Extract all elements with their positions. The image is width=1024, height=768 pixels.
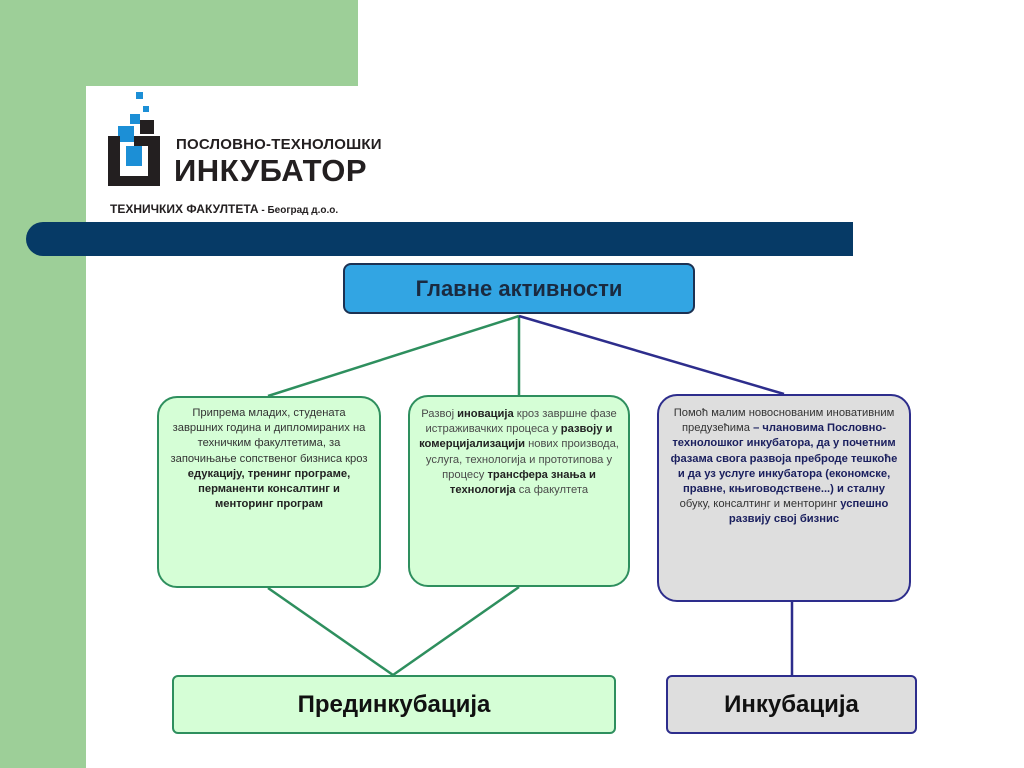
activity2-text-a: Развој [421, 408, 458, 420]
logo-title-line2: ИНКУБАТОР [174, 153, 368, 188]
header-bar [26, 222, 853, 256]
activity2-text-g: са факултета [515, 484, 589, 497]
activity2-text-b: иновација [457, 408, 514, 420]
activity3-text-e: успешно развију свој бизнис [728, 498, 889, 526]
activity2-text-e: нових производа, услуга, технологија и п… [425, 438, 619, 481]
activity3-text-a: Помоћ малим новоснованим иновативним пре… [673, 407, 895, 435]
activity-box-support: Помоћ малим новоснованим иновативним пре… [657, 394, 911, 602]
activity1-text-b: едукацију, тренинг програме, перманенти … [187, 467, 351, 511]
activity3-text-d: обуку, консалтинг и менторинг [679, 498, 838, 511]
activity3-text-b: – члановима Пословно-технолошког инкубат… [670, 422, 898, 465]
activity1-text-a: Припрема младих, студената завршних годи… [170, 407, 368, 465]
activity-box-preparation: Припрема младих, студената завршних годи… [157, 396, 381, 588]
stage-preincubation: Прединкубација [172, 675, 616, 734]
logo-subtitle-main: ТЕХНИЧКИХ ФАКУЛТЕТА [110, 202, 259, 216]
main-activities-title: Главне активности [343, 263, 695, 314]
top-green-band [0, 0, 358, 86]
activity2-text-f: трансфера знања и технологија [449, 468, 596, 497]
stage-incubation: Инкубација [666, 675, 917, 734]
incubator-logo-icon [108, 92, 160, 186]
left-green-band [0, 0, 86, 768]
activity-box-innovation: Развој иновација кроз завршне фазе истра… [408, 395, 630, 587]
logo-subtitle: ТЕХНИЧКИХ ФАКУЛТЕТА - Београд д.о.о. [110, 202, 338, 216]
activity2-text-c: кроз завршне фазе истраживачких процеса … [425, 408, 617, 436]
logo-title-line1: ПОСЛОВНО-ТЕХНОЛОШКИ [176, 136, 382, 153]
activity3-text-c: и да уз услуге инкубатора (економске, пр… [677, 467, 891, 496]
logo-subtitle-small: - Београд д.о.о. [258, 205, 339, 216]
activity2-text-d: развоју и комерцијализацији [419, 423, 613, 451]
